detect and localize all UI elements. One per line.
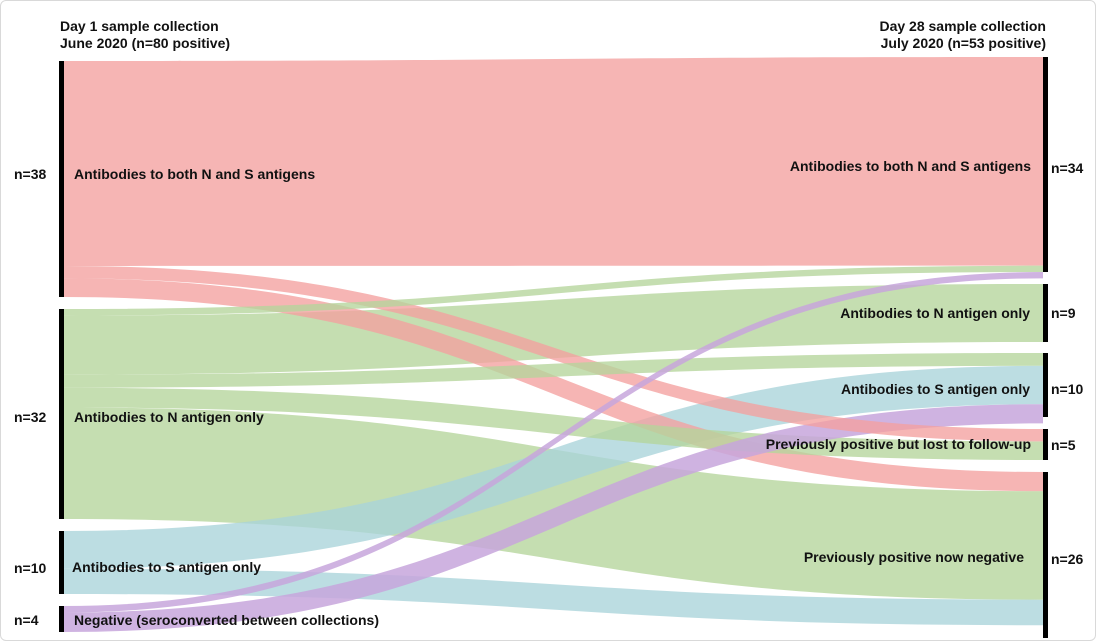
flow-both-ns-to-lost-followup: [64, 265, 1043, 442]
right-label-lost-followup: Previously positive but lost to follow-u…: [765, 436, 1031, 452]
right-header-line2: July 2020 (n=53 positive): [880, 35, 1046, 51]
left-count-negative: n=4: [14, 612, 39, 628]
right-label-both-ns: Antibodies to both N and S antigens: [789, 158, 1031, 174]
right-node-bar-lost-followup: [1043, 429, 1048, 460]
left-header-line1: Day 1 sample collection: [60, 18, 219, 34]
right-count-s-only: n=10: [1051, 381, 1084, 397]
left-header-line2: June 2020 (n=80 positive): [60, 35, 231, 51]
flow-both-ns-to-both-ns: [64, 57, 1043, 266]
flow-negative-to-s-only: [64, 404, 1043, 632]
right-label-s-only: Antibodies to S antigen only: [841, 381, 1030, 397]
flow-n-only-to-n-only: [64, 284, 1043, 375]
right-count-lost-followup: n=5: [1051, 437, 1076, 453]
left-node-bar-n-only: [59, 309, 64, 519]
nodes-layer: [59, 57, 1048, 638]
flow-s-only-to-now-negative: [64, 568, 1043, 626]
left-label-s-only: Antibodies to S antigen only: [72, 559, 261, 575]
flow-n-only-to-s-only: [64, 353, 1043, 388]
left-count-both-ns: n=38: [14, 166, 47, 182]
right-count-n-only: n=9: [1051, 305, 1076, 321]
flows-layer: [64, 57, 1043, 632]
right-count-both-ns: n=34: [1051, 160, 1084, 176]
right-node-bar-now-negative: [1043, 472, 1048, 638]
left-count-s-only: n=10: [14, 560, 47, 576]
flow-negative-to-both-ns: [64, 272, 1043, 613]
right-node-bar-both-ns: [1043, 57, 1048, 272]
flow-both-ns-to-now-negative: [64, 278, 1043, 492]
left-node-bar-s-only: [59, 531, 64, 594]
flow-n-only-to-now-negative: [64, 407, 1043, 600]
left-label-n-only: Antibodies to N antigen only: [74, 409, 264, 425]
left-node-bar-negative: [59, 606, 64, 632]
left-column-header: Day 1 sample collection June 2020 (n=80 …: [60, 18, 230, 52]
right-node-bar-n-only: [1043, 284, 1048, 342]
right-label-n-only: Antibodies to N antigen only: [840, 305, 1030, 321]
left-label-negative: Negative (seroconverted between collecti…: [74, 612, 379, 628]
right-node-bar-s-only: [1043, 353, 1048, 417]
left-label-both-ns: Antibodies to both N and S antigens: [74, 166, 316, 182]
right-column-header: Day 28 sample collection July 2020 (n=53…: [879, 18, 1046, 52]
right-label-now-negative: Previously positive now negative: [803, 549, 1024, 565]
right-header-line1: Day 28 sample collection: [879, 18, 1046, 34]
flow-n-only-to-both-ns: [64, 265, 1043, 316]
left-node-bar-both-ns: [59, 61, 64, 297]
left-count-n-only: n=32: [14, 409, 47, 425]
right-count-now-negative: n=26: [1051, 551, 1084, 567]
